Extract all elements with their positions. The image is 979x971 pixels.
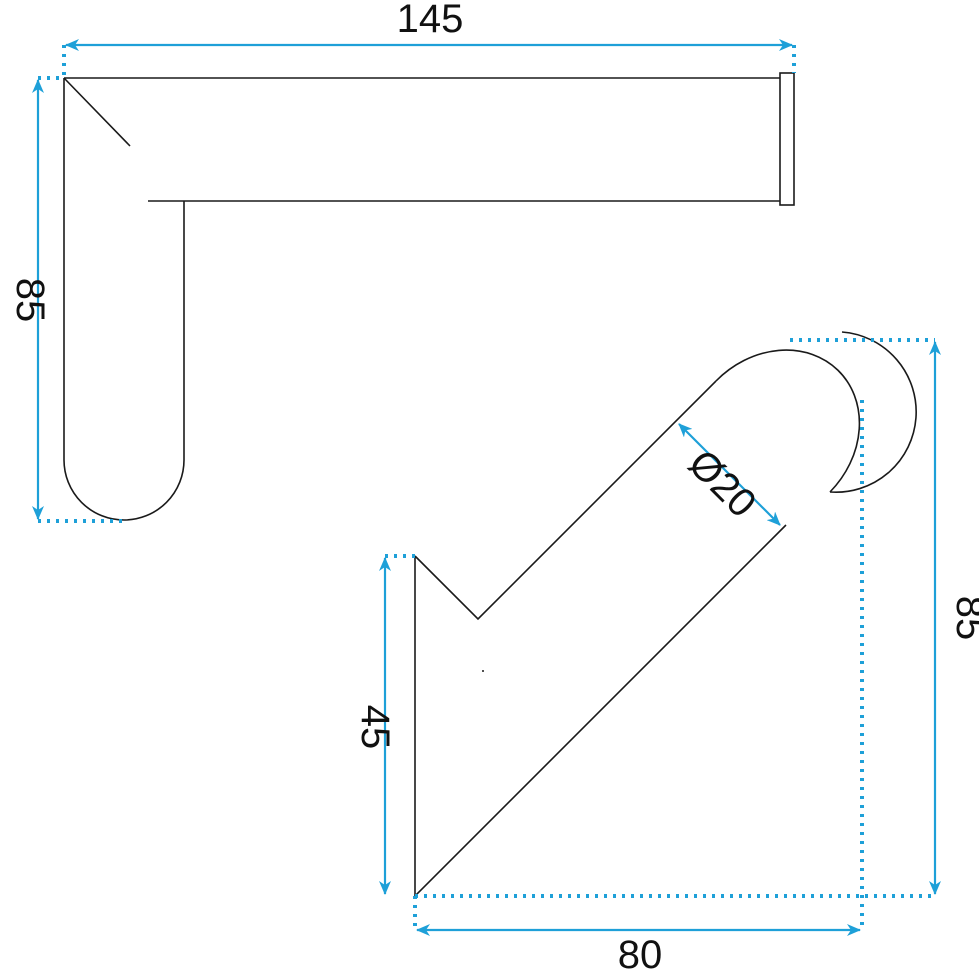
dimension-diameter-20-label: Ø20 bbox=[680, 442, 765, 527]
dimension-diameter-20: Ø20 bbox=[678, 423, 781, 527]
dimension-45: 45 bbox=[353, 557, 397, 895]
dimension-85-left-label: 85 bbox=[8, 278, 52, 323]
angled-view-extension-lines bbox=[385, 338, 935, 930]
side-view: 145 85 bbox=[8, 0, 796, 523]
dimension-80: 80 bbox=[416, 924, 861, 971]
dimension-80-label: 80 bbox=[618, 933, 663, 971]
side-view-extension-lines bbox=[38, 45, 796, 523]
dimension-85-right: 85 bbox=[929, 341, 979, 895]
angled-view-outline bbox=[414, 331, 918, 898]
dimension-145-label: 145 bbox=[397, 0, 464, 41]
angled-view: Ø20 85 45 80 bbox=[353, 331, 979, 971]
dimension-145: 145 bbox=[65, 0, 793, 51]
dimension-85-right-label: 85 bbox=[948, 596, 979, 641]
side-view-outline bbox=[63, 72, 795, 521]
dimension-45-label: 45 bbox=[353, 705, 397, 750]
dimension-85-left: 85 bbox=[8, 79, 52, 520]
